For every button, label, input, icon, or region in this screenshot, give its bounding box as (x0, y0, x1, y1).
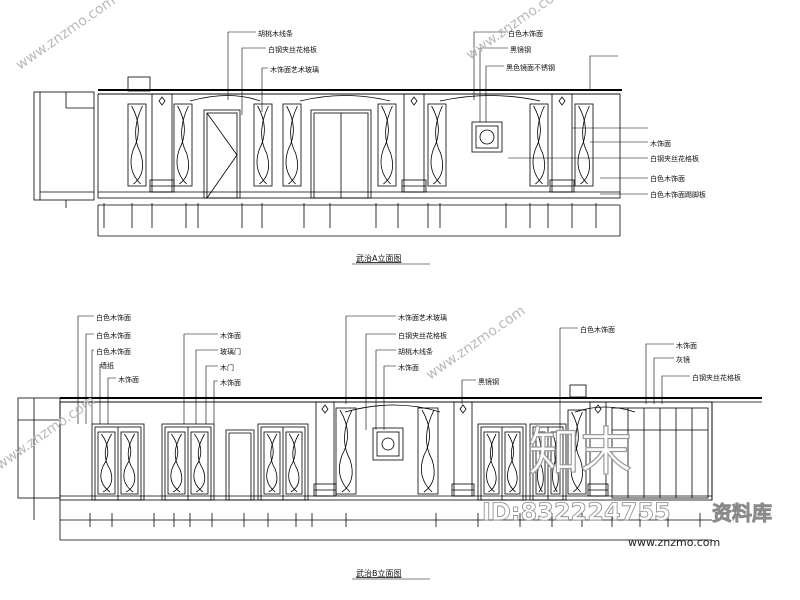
decor-panel (167, 431, 186, 495)
watermark-id: ID:832224755 (482, 498, 671, 526)
decor-panel (335, 407, 357, 495)
column (587, 401, 609, 497)
label-top-2: 木饰面艺术玻璃 (270, 65, 319, 74)
label-top-1: 白钢夹丝花格板 (268, 45, 317, 54)
leader-line (589, 55, 618, 90)
decor-panel (173, 103, 193, 187)
decor-panel (483, 431, 500, 495)
decor-panel (574, 103, 594, 187)
label-b-left-2: 白色木饰面 (96, 347, 131, 356)
label-b-mid-2: 木门 (220, 363, 234, 372)
decor-panel (417, 407, 439, 495)
glazed-door (257, 423, 309, 501)
label-top-0: 胡桃木线条 (258, 29, 293, 38)
decor-panel (529, 103, 549, 187)
label-b-right-2: 灰镜 (676, 355, 690, 364)
leader-line (241, 47, 266, 115)
window-grid (611, 407, 709, 499)
glazed-door (529, 423, 567, 501)
leader-line (485, 65, 504, 122)
label-b-left-1: 白色木饰面 (96, 331, 131, 340)
label-b-mid-1: 玻璃门 (220, 347, 241, 356)
elevation-b (17, 384, 762, 541)
leader-line (195, 349, 218, 424)
glazed-door (91, 423, 145, 501)
elevation-b-title: 武治B立面图 (356, 568, 402, 578)
leader-line (205, 365, 218, 424)
column (149, 93, 175, 193)
label-b-center-4: 黑镜钢 (478, 377, 499, 386)
label-b-center-1: 白钢夹丝花格板 (398, 331, 447, 340)
leader-line (107, 377, 116, 424)
watermark-diagonal-1: www.znzmo.com (13, 0, 118, 73)
decor-panel (97, 431, 116, 495)
label-top-3: 白色木饰面 (508, 29, 543, 38)
label-b-left-0: 白色木饰面 (96, 313, 131, 322)
label-b-left-3: 墙纸 (100, 361, 114, 370)
leader-line (653, 357, 674, 404)
watermark-logo: 知末 (528, 423, 632, 483)
glazed-door (477, 423, 527, 501)
decor-panel (427, 103, 447, 187)
watermark-diagonal-3: www.znzmo.com (0, 393, 98, 473)
label-b-right-0: 白色木饰面 (580, 325, 615, 334)
label-b-mid-0: 木饰面 (220, 331, 241, 340)
label-b-center-0: 木饰面艺术玻璃 (398, 313, 447, 322)
decor-panel (127, 103, 147, 187)
column (451, 401, 475, 497)
label-b-right-3: 白钢夹丝花格板 (692, 373, 741, 382)
elevation-a-title: 武治A立面图 (356, 253, 401, 263)
label-b-mid-3: 木饰面 (220, 378, 241, 387)
decor-panel (504, 431, 521, 495)
label-right-4: 白色木饰面踢脚板 (650, 190, 706, 199)
label-b-center-3: 木饰面 (398, 363, 419, 372)
decor-panel (263, 431, 281, 495)
leader-line (183, 333, 218, 424)
decor-panel (253, 103, 273, 187)
decor-panel (377, 103, 397, 187)
watermark-library: 资料库 (712, 501, 772, 525)
column (401, 93, 427, 193)
column (313, 401, 337, 497)
leader-line (461, 379, 476, 404)
leader-line (375, 349, 396, 430)
leader-line (91, 349, 94, 424)
label-b-center-2: 胡桃木线条 (398, 347, 433, 356)
leader-line (661, 375, 690, 404)
label-b-right-1: 木饰面 (676, 341, 697, 350)
leader-line (227, 31, 256, 100)
decor-panel (567, 409, 587, 495)
decor-panel (550, 431, 561, 495)
leader-line (261, 67, 268, 112)
leader-line (85, 333, 94, 424)
label-right-3: 白色木饰面 (650, 174, 685, 183)
leader-line (479, 47, 508, 122)
label-right-2: 白钢夹丝花格板 (650, 154, 699, 163)
leader-line (473, 31, 506, 100)
glazed-door (161, 423, 215, 501)
leader-line (345, 315, 396, 404)
label-right-0: 黑镜钢 (510, 45, 531, 54)
label-b-left-4: 木饰面 (118, 375, 139, 384)
watermark: www.znzmo.com www.znzmo.com www.znzmo.co… (0, 0, 772, 549)
leader-line (645, 343, 674, 404)
leader-line (365, 333, 396, 430)
decor-panel (282, 103, 302, 187)
decor-panel (190, 431, 209, 495)
label-top-4: 黑色镜面不锈钢 (506, 63, 555, 72)
decor-panel (535, 431, 546, 495)
decor-panel (285, 431, 303, 495)
leader-line (559, 327, 578, 430)
watermark-url: www.znzmo.com (628, 536, 720, 549)
elevation-a (33, 76, 622, 237)
label-right-1: 木饰面 (650, 139, 671, 148)
leader-line (77, 315, 94, 424)
leader-line (383, 365, 396, 430)
leader-line (213, 380, 218, 424)
column (549, 93, 575, 193)
decor-panel (120, 431, 139, 495)
